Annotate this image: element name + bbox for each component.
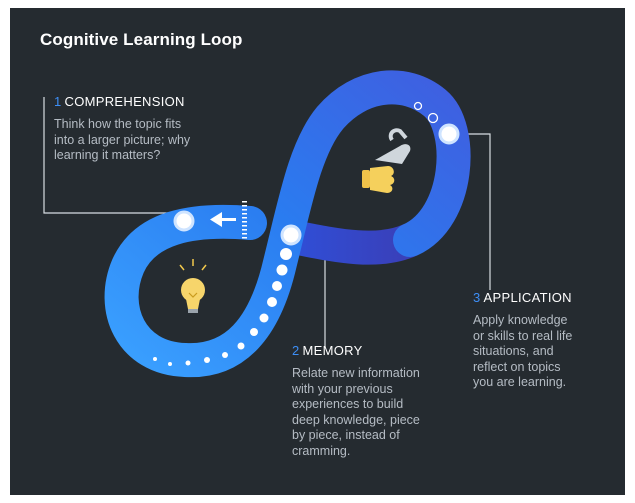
- ring-marker: [413, 101, 423, 111]
- step-number: 1: [54, 94, 62, 109]
- description-line: experiences to build: [292, 397, 404, 411]
- milestone-node-memory: [280, 224, 302, 246]
- step-description: Think how the topic fits into a larger p…: [54, 117, 239, 164]
- description-line: Apply knowledge: [473, 313, 568, 327]
- description-line: into a larger picture; why: [54, 132, 191, 147]
- connector-line-1: [43, 97, 181, 214]
- milestone-node-comprehension: [173, 210, 195, 232]
- infinity-loop-diagram: [43, 70, 491, 378]
- hand-wrench-icon: [362, 128, 411, 193]
- loop-track: [104, 70, 471, 378]
- description-line: reflect on topics: [473, 359, 561, 374]
- step-title: MEMORY: [302, 343, 363, 358]
- loop-back-band: [271, 219, 427, 265]
- description-line: or skills to real life: [473, 328, 573, 343]
- ring-marker: [427, 112, 439, 124]
- step-number: 3: [473, 290, 481, 305]
- description-line: learning it matters?: [54, 148, 161, 162]
- step-description: Relate new information with your previou…: [292, 366, 467, 459]
- description-line: with your previous: [292, 381, 393, 396]
- left-arrow-icon: [210, 212, 236, 227]
- stripe-marker: [242, 201, 247, 239]
- description-line: cramming.: [292, 443, 351, 458]
- step-title: COMPREHENSION: [64, 94, 185, 109]
- progress-dots: [153, 248, 292, 366]
- lightbulb-icon: [179, 259, 207, 313]
- page-title: Cognitive Learning Loop: [40, 30, 243, 49]
- step-number: 2: [292, 343, 300, 358]
- description-line: situations, and: [473, 344, 554, 358]
- description-line: deep knowledge, piece: [292, 412, 420, 427]
- infographic-canvas: Cognitive Learning Loop: [10, 8, 625, 495]
- description-line: Relate new information: [292, 366, 420, 380]
- step-title: APPLICATION: [483, 290, 572, 305]
- description-line: Think how the topic fits: [54, 117, 182, 131]
- description-line: by piece, instead of: [292, 428, 400, 442]
- description-line: you are learning.: [473, 375, 567, 389]
- milestone-node-application: [438, 123, 460, 145]
- step-description: Apply knowledge or skills to real life s…: [473, 313, 613, 391]
